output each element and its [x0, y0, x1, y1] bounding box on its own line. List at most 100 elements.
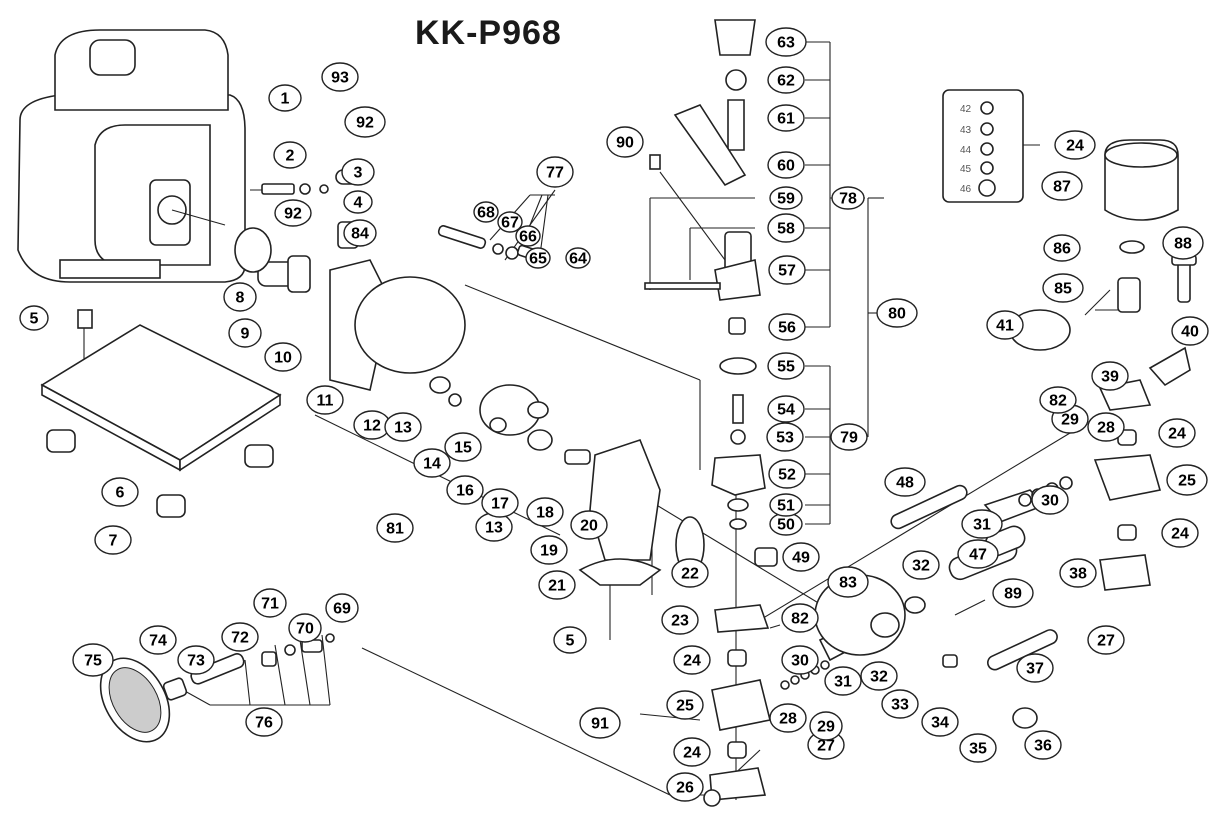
callout-number: 32	[870, 669, 888, 686]
callout-circle	[781, 645, 819, 675]
callout-number: 54	[777, 402, 795, 419]
part-label-47: 47	[957, 539, 999, 569]
callout-circle	[992, 578, 1034, 608]
inset-parts-box: 42 43 44 45 46	[942, 89, 1040, 203]
part-label-24b: 24	[673, 737, 711, 767]
part-label-76: 76	[245, 707, 283, 737]
callout-circle	[661, 605, 699, 635]
part-label-11: 11	[306, 385, 344, 415]
part-label-24e: 24	[1054, 130, 1096, 160]
base-plate	[40, 309, 282, 518]
callout-number: 5	[566, 633, 575, 650]
part-label-93: 93	[321, 62, 359, 92]
callout-circle	[876, 298, 918, 328]
callout-number: 21	[548, 578, 566, 595]
callout-number: 22	[681, 566, 699, 583]
motor-assembly	[17, 29, 290, 283]
part-label-24c: 24	[1158, 418, 1196, 448]
callout-number: 28	[1097, 420, 1115, 437]
part-label-72: 72	[221, 622, 259, 652]
callout-number: 59	[777, 191, 795, 208]
part-label-30a: 30	[781, 645, 819, 675]
part-label-27b: 27	[1087, 625, 1125, 655]
callout-number: 10	[274, 350, 292, 367]
callout-number: 78	[839, 191, 857, 208]
part-label-29a: 29	[809, 711, 843, 741]
part-label-66: 66	[515, 225, 541, 247]
part-label-55: 55	[767, 352, 805, 380]
part-label-26: 26	[666, 772, 704, 802]
callout-circle	[1162, 226, 1204, 260]
part-label-89: 89	[992, 578, 1034, 608]
callout-number: 32	[912, 558, 930, 575]
callout-circle	[902, 550, 940, 580]
callout-number: 34	[931, 715, 949, 732]
callout-circle	[1043, 234, 1081, 262]
callout-number: 30	[1041, 493, 1059, 510]
callout-number: 26	[676, 780, 694, 797]
callout-circle	[473, 201, 499, 223]
inset-label-42: 42	[960, 104, 972, 115]
part-label-36: 36	[1024, 730, 1062, 760]
callout-number: 91	[591, 716, 609, 733]
callout-circle	[1087, 625, 1125, 655]
callout-number: 25	[1178, 473, 1196, 490]
callout-circle	[444, 432, 482, 462]
callout-circle	[94, 525, 132, 555]
part-label-57: 57	[768, 255, 806, 285]
callout-circle	[957, 539, 999, 569]
lower-pump-group	[703, 574, 1038, 807]
callout-number: 57	[778, 263, 796, 280]
callout-number: 56	[778, 320, 796, 337]
part-label-60: 60	[767, 151, 805, 179]
callout-number: 16	[456, 483, 474, 500]
callout-number: 55	[777, 359, 795, 376]
callout-number: 19	[540, 543, 558, 560]
callout-number: 67	[501, 215, 519, 232]
part-label-24a: 24	[673, 645, 711, 675]
callout-number: 53	[776, 430, 794, 447]
part-label-16: 16	[446, 475, 484, 505]
callout-number: 23	[671, 613, 689, 630]
part-label-56: 56	[768, 313, 806, 341]
callout-circle	[961, 509, 1003, 539]
callout-circle	[831, 186, 865, 210]
valve-stack	[644, 19, 766, 530]
part-label-80: 80	[876, 298, 918, 328]
callout-number: 81	[386, 521, 404, 538]
callout-circle	[274, 199, 312, 227]
callout-number: 84	[351, 226, 369, 243]
callout-circle	[768, 313, 806, 341]
part-label-12: 12	[353, 410, 391, 440]
part-label-2: 2	[273, 141, 307, 169]
callout-circle	[860, 661, 898, 691]
callout-number: 28	[779, 711, 797, 728]
part-label-9: 9	[228, 318, 262, 348]
inset-label-46: 46	[960, 184, 972, 195]
callout-circle	[1171, 316, 1209, 346]
callout-number: 93	[331, 70, 349, 87]
callout-number: 83	[839, 575, 857, 592]
callout-circle	[536, 156, 574, 188]
callout-number: 31	[973, 517, 991, 534]
callout-number: 89	[1004, 586, 1022, 603]
part-label-32b: 32	[902, 550, 940, 580]
callout-number: 64	[569, 251, 587, 268]
callout-number: 30	[791, 653, 809, 670]
callout-circle	[221, 622, 259, 652]
callout-number: 72	[231, 630, 249, 647]
part-label-87: 87	[1041, 171, 1083, 201]
callout-number: 71	[261, 596, 279, 613]
callout-circle	[538, 570, 576, 600]
callout-circle	[1024, 730, 1062, 760]
callout-circle	[579, 707, 621, 739]
callout-circle	[673, 737, 711, 767]
callout-number: 61	[777, 111, 795, 128]
callout-circle	[768, 459, 806, 489]
callout-circle	[1059, 558, 1097, 588]
callout-circle	[769, 493, 803, 517]
part-label-37: 37	[1016, 653, 1054, 683]
callout-circle	[101, 477, 139, 507]
callout-number: 7	[109, 533, 118, 550]
callout-number: 49	[792, 550, 810, 567]
